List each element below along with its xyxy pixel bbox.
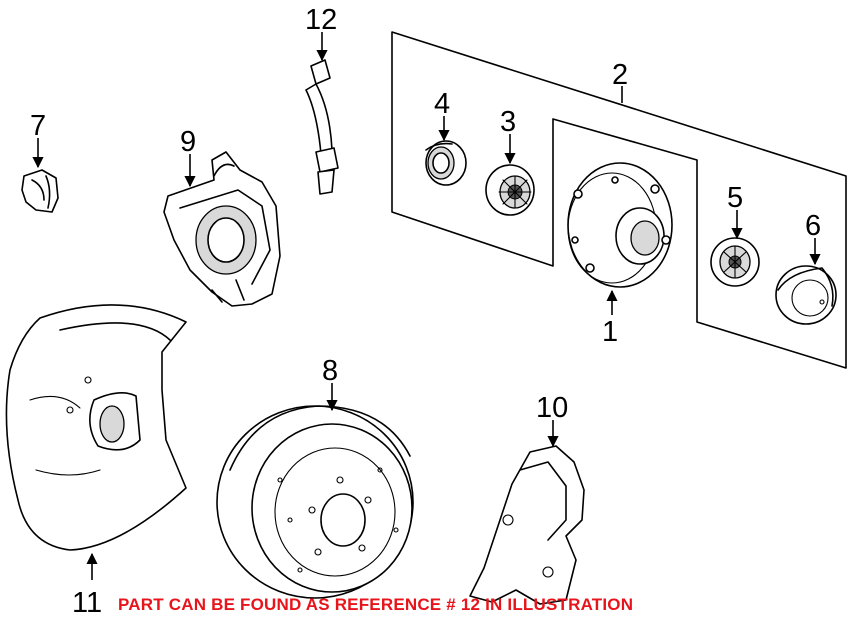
callout-6: 6 bbox=[805, 210, 821, 242]
callout-8: 8 bbox=[322, 355, 338, 387]
callout-4: 4 bbox=[434, 88, 450, 120]
callout-1: 1 bbox=[602, 316, 618, 348]
part-11-splash-shield bbox=[5, 304, 187, 551]
callout-2: 2 bbox=[612, 59, 628, 91]
part-8-brake-rotor bbox=[216, 405, 414, 599]
part-10-caliper-bracket bbox=[469, 445, 585, 605]
part-6-dust-cap bbox=[775, 265, 837, 325]
callout-11: 11 bbox=[72, 587, 102, 619]
callout-12: 12 bbox=[305, 4, 337, 36]
part-3-bearing bbox=[485, 164, 535, 216]
part-1-wheel-hub bbox=[567, 162, 673, 288]
callout-7: 7 bbox=[30, 110, 46, 142]
part-4-bearing-race bbox=[425, 140, 467, 186]
callout-3: 3 bbox=[500, 106, 516, 138]
part-5-bearing bbox=[710, 237, 760, 287]
callout-5: 5 bbox=[727, 182, 743, 214]
part-7-clip bbox=[21, 169, 59, 213]
reference-note: PART CAN BE FOUND AS REFERENCE # 12 IN I… bbox=[118, 595, 633, 614]
callout-9: 9 bbox=[180, 126, 196, 158]
part-9-brake-caliper bbox=[163, 151, 281, 307]
callout-10: 10 bbox=[536, 392, 568, 424]
part-12-brake-hose bbox=[305, 59, 339, 195]
